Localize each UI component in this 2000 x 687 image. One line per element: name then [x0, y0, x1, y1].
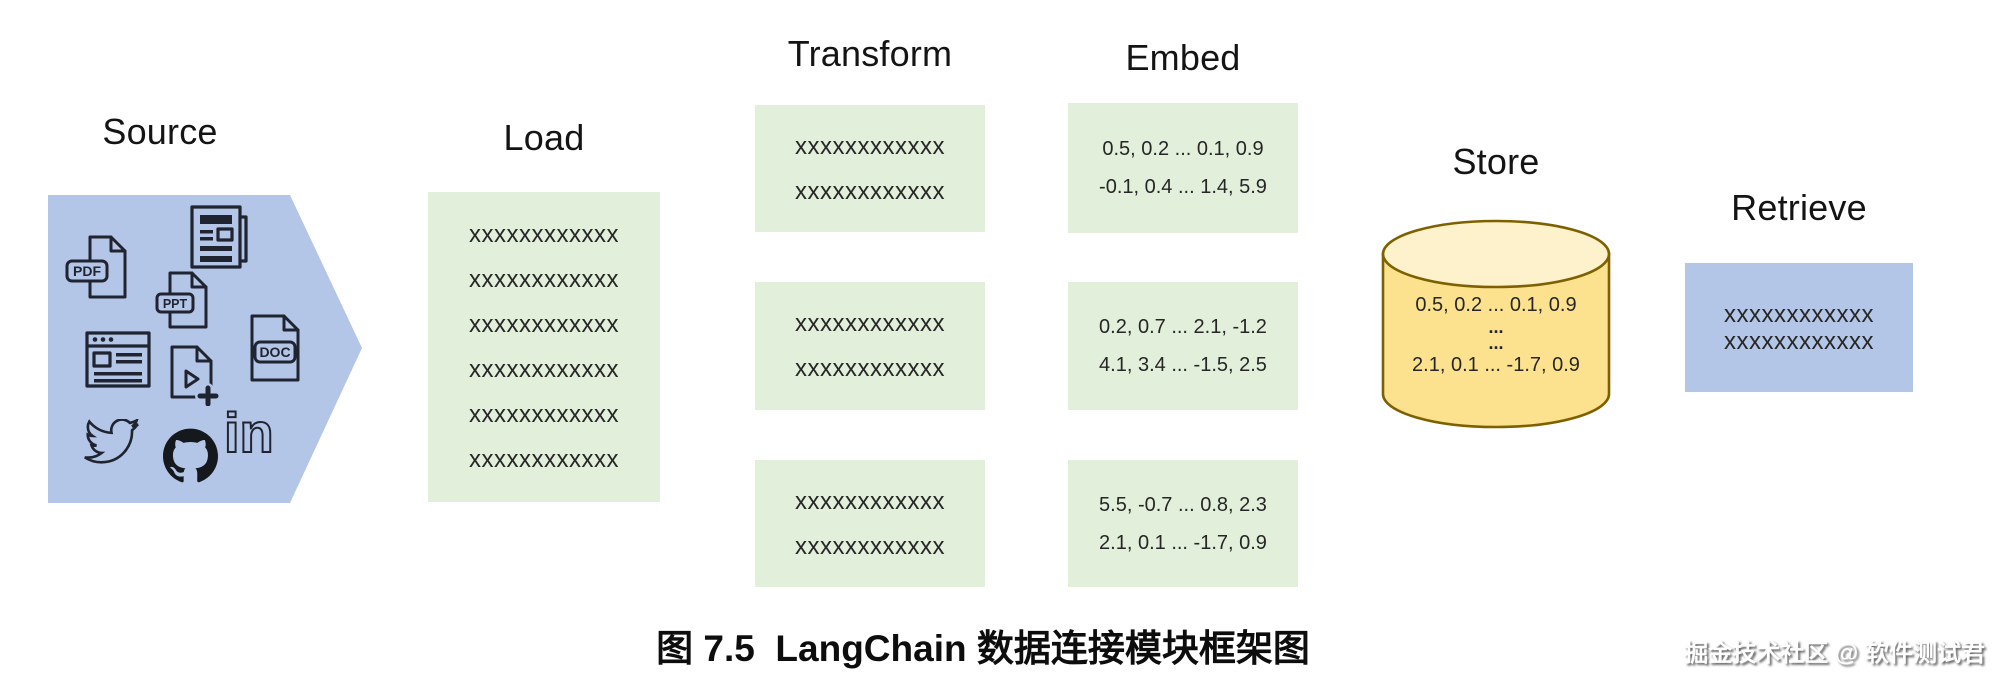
load-row: xxxxxxxxxxxx [469, 356, 619, 383]
linkedin-wordmark-icon: in [222, 400, 286, 462]
store-title: Store [1452, 141, 1540, 182]
watermark: 掘金技术社区 @ 软件测试君 [1684, 640, 1985, 667]
web-browser-icon [84, 326, 152, 392]
load-row: xxxxxxxxxxxx [469, 221, 619, 248]
store-vector-lines: 0.5, 0.2 ... 0.1, 0.9 ... ... 2.1, 0.1 .… [1380, 291, 1612, 379]
github-octocat-icon [163, 428, 218, 483]
embed-vector-row: 4.1, 3.4 ... -1.5, 2.5 [1099, 354, 1267, 376]
transform-row: xxxxxxxxxxxx [795, 177, 945, 205]
load-box: xxxxxxxxxxxx xxxxxxxxxxxx xxxxxxxxxxxx x… [428, 192, 660, 502]
retrieve-row: xxxxxxxxxxxx [1724, 300, 1874, 328]
embed-box: 0.5, 0.2 ... 0.1, 0.9 -0.1, 0.4 ... 1.4,… [1068, 103, 1298, 233]
linkedin-in-text: in [224, 401, 274, 462]
twitter-bird-icon [84, 419, 140, 465]
store-ellipsis-row: ... [1488, 317, 1504, 337]
load-row: xxxxxxxxxxxx [469, 266, 619, 293]
embed-box: 0.2, 0.7 ... 2.1, -1.2 4.1, 3.4 ... -1.5… [1068, 282, 1298, 410]
embed-title: Embed [1125, 37, 1241, 78]
store-vector-row: 0.5, 0.2 ... 0.1, 0.9 [1415, 294, 1577, 316]
transform-row: xxxxxxxxxxxx [795, 532, 945, 560]
embed-vector-row: 2.1, 0.1 ... -1.7, 0.9 [1099, 531, 1267, 554]
ppt-badge-label: PPT [163, 297, 188, 311]
transform-row: xxxxxxxxxxxx [795, 310, 945, 337]
source-title: Source [102, 111, 218, 152]
store-ellipsis-row: ... [1488, 333, 1504, 353]
embed-vector-row: 5.5, -0.7 ... 0.8, 2.3 [1099, 493, 1267, 516]
transform-row: xxxxxxxxxxxx [795, 132, 945, 160]
embed-vector-row: -0.1, 0.4 ... 1.4, 5.9 [1099, 176, 1267, 198]
news-article-icon [188, 203, 250, 273]
retrieve-row: xxxxxxxxxxxx [1724, 327, 1874, 355]
load-row: xxxxxxxxxxxx [469, 446, 619, 473]
load-row: xxxxxxxxxxxx [469, 401, 619, 428]
doc-file-icon: DOC [244, 313, 304, 383]
pdf-badge-label: PDF [73, 263, 101, 279]
transform-box: xxxxxxxxxxxx xxxxxxxxxxxx [755, 460, 985, 587]
cylinder-body [1381, 252, 1611, 429]
video-file-icon [166, 344, 220, 406]
retrieve-box: xxxxxxxxxxxx xxxxxxxxxxxx [1685, 263, 1913, 392]
store-vector-row: 2.1, 0.1 ... -1.7, 0.9 [1412, 354, 1580, 376]
cylinder-top [1381, 219, 1611, 289]
embed-vector-row: 0.5, 0.2 ... 0.1, 0.9 [1102, 138, 1264, 160]
figure-caption: 图 7.5 LangChain 数据连接模块框架图 [656, 628, 1310, 669]
store-database-cylinder [1381, 219, 1611, 429]
transform-row: xxxxxxxxxxxx [795, 487, 945, 515]
transform-row: xxxxxxxxxxxx [795, 355, 945, 382]
embed-vector-row: 0.2, 0.7 ... 2.1, -1.2 [1099, 316, 1267, 338]
doc-badge-label: DOC [259, 344, 290, 360]
load-row: xxxxxxxxxxxx [469, 311, 619, 338]
retrieve-title: Retrieve [1731, 187, 1867, 228]
load-title: Load [503, 117, 585, 158]
pdf-file-icon: PDF [64, 234, 136, 300]
transform-box: xxxxxxxxxxxx xxxxxxxxxxxx [755, 282, 985, 410]
transform-box: xxxxxxxxxxxx xxxxxxxxxxxx [755, 105, 985, 232]
ppt-file-icon: PPT [154, 270, 212, 330]
transform-title: Transform [787, 33, 953, 74]
embed-box: 5.5, -0.7 ... 0.8, 2.3 2.1, 0.1 ... -1.7… [1068, 460, 1298, 587]
